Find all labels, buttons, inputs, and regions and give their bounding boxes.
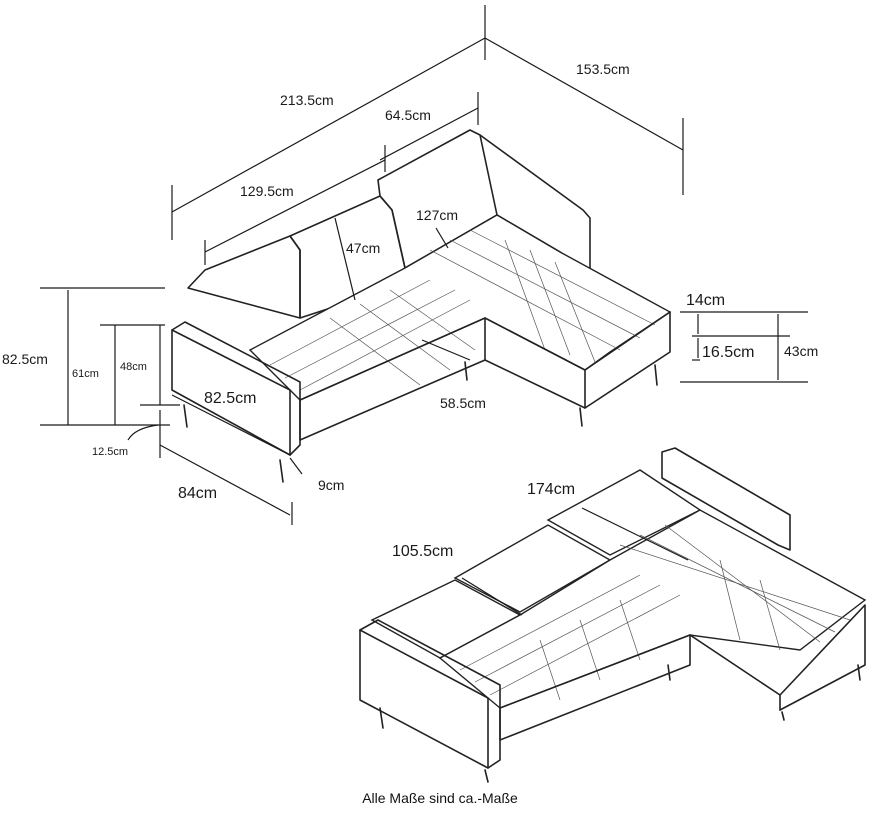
label-seat-height: 48cm [120,361,147,373]
label-depth: 82.5cm [204,390,256,407]
dimension-labels: 213.5cm 153.5cm 64.5cm 129.5cm 127cm 47c… [2,61,818,560]
footer-note: Alle Maße sind ca.-Maße [362,790,518,806]
label-armrest-height: 61cm [72,368,99,380]
label-backrest-height: 47cm [346,240,380,256]
diagram-canvas: 213.5cm 153.5cm 64.5cm 129.5cm 127cm 47c… [2,5,867,783]
label-bed-length: 174cm [527,481,575,498]
seat-quilting [269,229,656,391]
leg [183,404,188,428]
label-chaise-width: 64.5cm [385,107,431,123]
bed-width-line [461,577,523,616]
label-armrest-width: 9cm [318,477,344,493]
label-seat-depth: 58.5cm [440,395,486,411]
bed-quilting [459,524,851,701]
seat-cushion [248,214,672,401]
label-bed-width: 105.5cm [392,543,453,560]
leg [857,664,861,681]
label-chaise-base: 16.5cm [702,344,754,361]
bed-left-armrest-edge [359,629,489,769]
label-outer-depth: 84cm [178,485,217,502]
leg [654,364,658,386]
bed-left-armrest [359,619,501,769]
label-chaise-height: 43cm [784,343,818,359]
bed-chaise-base [689,634,781,711]
leg [579,407,583,427]
chaise-front [584,311,671,409]
label-chaise-cushion: 14cm [686,292,725,309]
label-leg-height: 12.5cm [92,446,128,458]
leg [379,707,384,729]
sofa-drawing [171,129,672,483]
leg [667,664,671,681]
left-armrest-edge [171,329,291,456]
bed-chaise-front [779,604,866,711]
label-sofa-width: 129.5cm [240,183,294,199]
label-total-width: 213.5cm [280,92,334,108]
leg [279,459,284,483]
chaise-base [484,317,586,409]
label-chaise-length: 127cm [416,207,458,223]
label-total-height: 82.5cm [2,351,48,367]
bed-length-line [581,507,689,561]
dimension-lines [40,5,808,525]
label-chaise-depth: 153.5cm [576,61,630,77]
bed-chaise-armrest [661,447,791,551]
sofa-bed-drawing [359,447,867,783]
leg [464,361,468,381]
left-armrest [171,321,301,456]
leg [484,769,489,783]
leg [781,711,785,721]
